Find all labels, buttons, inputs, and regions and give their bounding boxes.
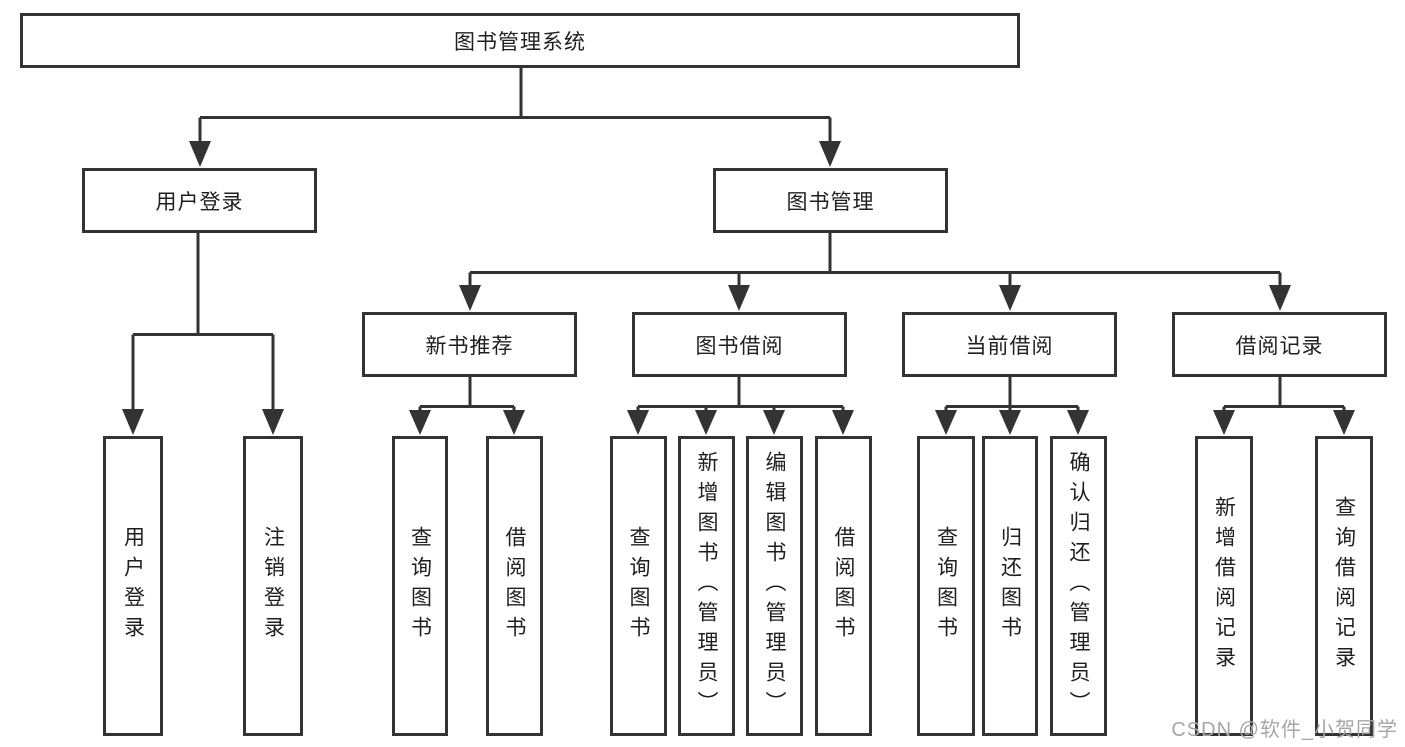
node-label: 借阅记录 bbox=[1235, 334, 1324, 358]
csdn-watermark: CSDN @软件_小贺同学 bbox=[1171, 719, 1398, 741]
leaf-label: 确认归还（管理员） bbox=[1067, 451, 1090, 721]
arrow-down-icon bbox=[627, 410, 649, 435]
node-current-borrow: 当前借阅 bbox=[902, 312, 1117, 377]
arrow-down-icon bbox=[935, 410, 957, 435]
arrow-down-icon bbox=[999, 285, 1021, 311]
leaf-label: 用户登录 bbox=[121, 526, 145, 646]
leaf-node-confirm-return-admin: 确认归还（管理员） bbox=[1050, 436, 1107, 736]
node-book-borrow: 图书借阅 bbox=[632, 312, 847, 377]
arrow-down-icon bbox=[503, 410, 525, 435]
arrow-down-icon bbox=[763, 410, 785, 435]
node-new-book-recommend: 新书推荐 bbox=[362, 312, 577, 377]
leaf-label: 注销登录 bbox=[261, 526, 285, 646]
leaf-label: 查询图书 bbox=[627, 526, 650, 646]
node-label: 新书推荐 bbox=[425, 334, 514, 358]
arrow-down-icon bbox=[695, 410, 717, 435]
arrow-down-icon bbox=[819, 141, 841, 167]
leaf-label: 编辑图书（管理员） bbox=[763, 451, 786, 721]
arrow-down-icon bbox=[189, 141, 211, 167]
root-node-label: 图书管理系统 bbox=[454, 30, 586, 54]
node-label: 图书管理 bbox=[786, 190, 875, 214]
leaf-label: 查询借阅记录 bbox=[1332, 496, 1356, 676]
arrow-down-icon bbox=[999, 410, 1021, 435]
node-borrow-records: 借阅记录 bbox=[1172, 312, 1387, 377]
root-node-system: 图书管理系统 bbox=[20, 13, 1020, 68]
arrow-down-icon bbox=[409, 410, 431, 435]
node-label: 图书借阅 bbox=[695, 334, 784, 358]
leaf-node-query-books: 查询图书 bbox=[392, 436, 448, 736]
arrow-down-icon bbox=[122, 409, 144, 435]
leaf-node-query-books: 查询图书 bbox=[610, 436, 667, 736]
leaf-label: 查询图书 bbox=[408, 526, 432, 646]
leaf-node-logout: 注销登录 bbox=[243, 436, 303, 736]
leaf-label: 查询图书 bbox=[934, 526, 958, 646]
leaf-node-query-books: 查询图书 bbox=[917, 436, 975, 736]
arrow-down-icon bbox=[728, 285, 750, 311]
leaf-node-return-books: 归还图书 bbox=[982, 436, 1038, 736]
leaf-node-borrow-books: 借阅图书 bbox=[815, 436, 872, 736]
leaf-label: 归还图书 bbox=[998, 526, 1022, 646]
leaf-node-user-login: 用户登录 bbox=[103, 436, 163, 736]
arrow-down-icon bbox=[1269, 285, 1291, 311]
arrow-down-icon bbox=[1333, 410, 1355, 435]
leaf-label: 借阅图书 bbox=[832, 526, 855, 646]
arrow-down-icon bbox=[1067, 410, 1089, 435]
leaf-label: 新增图书（管理员） bbox=[695, 451, 718, 721]
node-label: 当前借阅 bbox=[965, 334, 1054, 358]
leaf-node-add-book-admin: 新增图书（管理员） bbox=[678, 436, 735, 736]
node-book-management: 图书管理 bbox=[713, 168, 948, 233]
arrow-down-icon bbox=[1213, 410, 1235, 435]
leaf-label: 借阅图书 bbox=[503, 526, 526, 646]
node-label: 用户登录 bbox=[155, 190, 244, 214]
arrow-down-icon bbox=[832, 410, 854, 435]
node-user-login: 用户登录 bbox=[82, 168, 317, 233]
leaf-label: 新增借阅记录 bbox=[1212, 496, 1236, 676]
leaf-node-query-borrow-record: 查询借阅记录 bbox=[1315, 436, 1373, 736]
leaf-node-edit-book-admin: 编辑图书（管理员） bbox=[746, 436, 803, 736]
arrow-down-icon bbox=[262, 409, 284, 435]
arrow-down-icon bbox=[459, 285, 481, 311]
leaf-node-borrow-books: 借阅图书 bbox=[486, 436, 543, 736]
leaf-node-add-borrow-record: 新增借阅记录 bbox=[1195, 436, 1253, 736]
